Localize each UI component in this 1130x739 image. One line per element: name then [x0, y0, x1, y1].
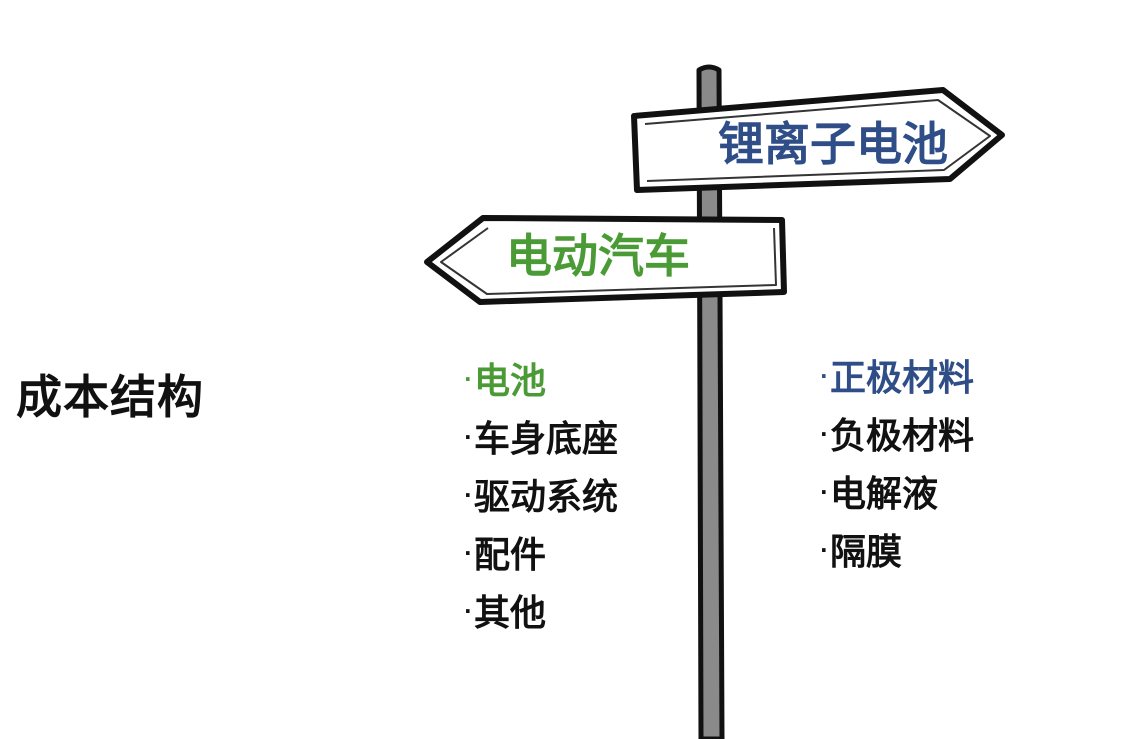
sign-label-electric-vehicle: 电动汽车: [506, 229, 690, 283]
list-item: ·隔膜: [820, 524, 974, 582]
list-item-label: 隔膜: [830, 532, 903, 573]
signpost-arrow-left-inner: [440, 227, 777, 295]
signpost-arrow-right: [631, 87, 1005, 193]
signpost-arrow-right-inner: [644, 99, 991, 182]
list-item: ·负极材料: [820, 408, 974, 466]
battery-cost-list: ·正极材料 ·负极材料 ·电解液 ·隔膜: [820, 350, 974, 582]
list-item: ·其他: [464, 585, 618, 643]
bullet-dot: ·: [820, 422, 828, 446]
list-item: ·车身底座: [464, 411, 618, 469]
list-item-label: 驱动系统: [474, 477, 619, 518]
list-item: ·驱动系统: [464, 469, 618, 527]
bullet-dot: ·: [464, 367, 472, 391]
list-item: ·电池: [464, 353, 618, 411]
list-item-label: 正极材料: [830, 358, 975, 399]
list-item: ·电解液: [820, 466, 974, 524]
bullet-dot: ·: [820, 538, 828, 562]
bullet-dot: ·: [464, 483, 472, 507]
sign-label-lithium-battery: 锂离子电池: [718, 117, 948, 171]
list-item-label: 电解液: [830, 474, 939, 515]
bullet-dot: ·: [820, 480, 828, 504]
page-title: 成本结构: [16, 370, 204, 424]
list-item-label: 其他: [474, 593, 547, 634]
bullet-dot: ·: [464, 599, 472, 623]
bullet-dot: ·: [464, 425, 472, 449]
bullet-dot: ·: [820, 364, 828, 388]
list-item: ·配件: [464, 527, 618, 585]
bullet-dot: ·: [464, 541, 472, 565]
list-item-label: 配件: [474, 535, 547, 576]
list-item-label: 电池: [474, 361, 547, 402]
list-item: ·正极材料: [820, 350, 974, 408]
signpost-arrow-left: [424, 215, 787, 305]
list-item-label: 负极材料: [830, 416, 975, 457]
ev-cost-list: ·电池 ·车身底座 ·驱动系统 ·配件 ·其他: [464, 353, 618, 643]
list-item-label: 车身底座: [474, 419, 619, 460]
